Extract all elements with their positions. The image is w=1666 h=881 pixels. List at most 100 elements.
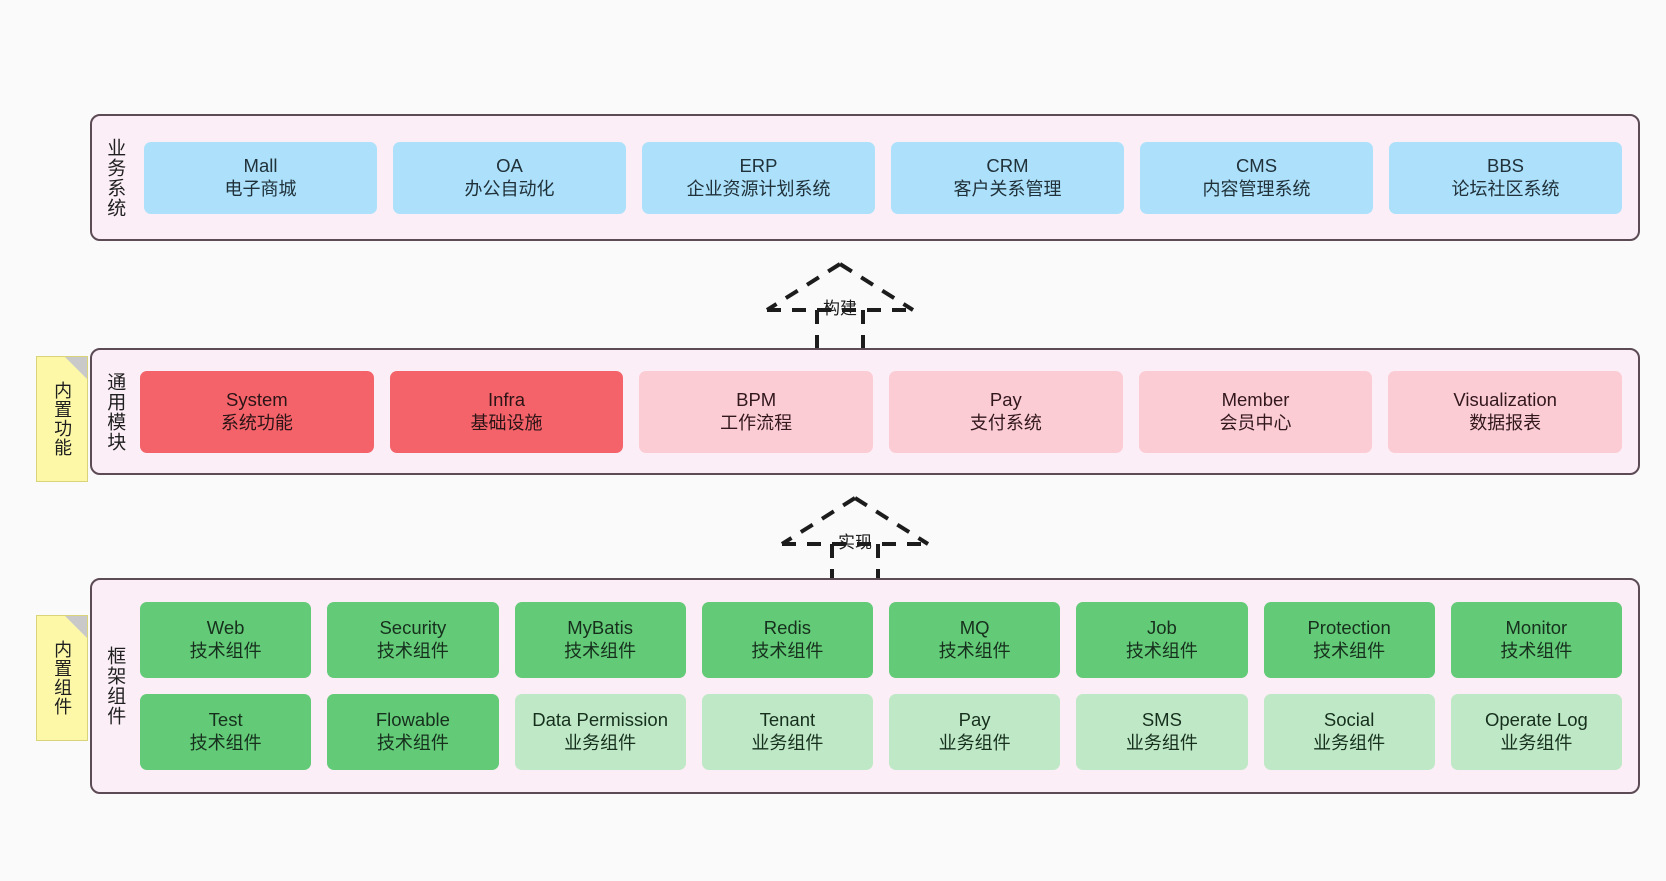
card-subtitle: 技术组件 (376, 733, 449, 754)
card-subtitle: 业务组件 (751, 733, 824, 754)
card-subtitle: 办公自动化 (464, 178, 555, 199)
card-subtitle: 技术组件 (564, 641, 637, 662)
card-web[interactable]: Web 技术组件 (140, 602, 312, 678)
card-mq[interactable]: MQ 技术组件 (889, 602, 1061, 678)
card-title: BBS (1486, 154, 1525, 176)
card-pay-module[interactable]: Pay 支付系统 (889, 370, 1123, 453)
framework-row-business: Test 技术组件 Flowable 技术组件 Data Permission … (140, 694, 1622, 770)
card-visualization[interactable]: Visualization 数据报表 (1388, 370, 1623, 453)
arrow-build-glyph (765, 262, 915, 350)
card-title: System (225, 388, 288, 410)
card-subtitle: 电子商城 (224, 178, 297, 199)
card-title: Monitor (1505, 617, 1568, 639)
arrow-realize-glyph (780, 496, 930, 584)
card-title: BPM (736, 388, 777, 410)
card-data-permission[interactable]: Data Permission 业务组件 (514, 694, 686, 770)
arrow-realize-label: 实现 (838, 533, 872, 552)
card-subtitle: 技术组件 (189, 641, 262, 662)
arrow-realize: 实现 (770, 492, 940, 584)
card-member[interactable]: Member 会员中心 (1138, 370, 1373, 453)
card-test[interactable]: Test 技术组件 (140, 694, 312, 770)
business-card-row: Mall 电子商城 OA 办公自动化 ERP 企业资源计划系统 CRM 客户关系… (144, 141, 1622, 214)
card-oa[interactable]: OA 办公自动化 (393, 141, 626, 214)
card-subtitle: 内容管理系统 (1202, 178, 1311, 199)
card-title: Operate Log (1484, 709, 1588, 731)
card-subtitle: 会员中心 (1219, 412, 1292, 433)
card-subtitle: 技术组件 (938, 641, 1011, 662)
card-subtitle: 业务组件 (1500, 733, 1573, 754)
card-tenant[interactable]: Tenant 业务组件 (701, 694, 873, 770)
card-subtitle: 技术组件 (751, 641, 824, 662)
card-subtitle: 技术组件 (189, 733, 262, 754)
layer-business-system: 业务系统 Mall 电子商城 OA 办公自动化 ERP 企业资源计划系统 CRM… (90, 114, 1640, 241)
card-sms[interactable]: SMS 业务组件 (1076, 694, 1248, 770)
card-subtitle: 企业资源计划系统 (686, 178, 831, 199)
layer-framework-components: 框架组件 Web 技术组件 Security 技术组件 MyBatis 技术组件… (90, 578, 1640, 794)
layer-framework-components-title: 框架组件 (104, 646, 126, 726)
card-cms[interactable]: CMS 内容管理系统 (1140, 141, 1373, 214)
card-title: Pay (989, 388, 1022, 410)
card-subtitle: 客户关系管理 (953, 178, 1062, 199)
framework-row-tech: Web 技术组件 Security 技术组件 MyBatis 技术组件 Redi… (140, 602, 1622, 678)
card-system[interactable]: System 系统功能 (140, 370, 374, 453)
card-subtitle: 基础设施 (470, 412, 543, 433)
card-infra[interactable]: Infra 基础设施 (389, 370, 624, 453)
card-title: MQ (959, 617, 990, 639)
card-pay-component[interactable]: Pay 业务组件 (889, 694, 1061, 770)
card-erp[interactable]: ERP 企业资源计划系统 (642, 141, 875, 214)
card-social[interactable]: Social 业务组件 (1263, 694, 1435, 770)
card-subtitle: 业务组件 (938, 733, 1011, 754)
layer-framework-components-body: Web 技术组件 Security 技术组件 MyBatis 技术组件 Redi… (136, 580, 1638, 792)
card-title: Tenant (759, 709, 816, 731)
card-bpm[interactable]: BPM 工作流程 (639, 370, 874, 453)
card-subtitle: 业务组件 (1125, 733, 1198, 754)
card-title: OA (496, 154, 523, 176)
card-title: Flowable (375, 709, 450, 731)
card-subtitle: 业务组件 (564, 733, 637, 754)
card-job[interactable]: Job 技术组件 (1076, 602, 1248, 678)
card-subtitle: 系统功能 (220, 412, 293, 433)
layer-business-system-title: 业务系统 (104, 137, 126, 218)
card-subtitle: 技术组件 (1313, 641, 1386, 662)
card-title: Social (1323, 709, 1375, 731)
card-title: Pay (958, 709, 991, 731)
card-title: SMS (1141, 709, 1182, 731)
card-protection[interactable]: Protection 技术组件 (1263, 602, 1435, 678)
card-mall[interactable]: Mall 电子商城 (144, 141, 377, 214)
card-redis[interactable]: Redis 技术组件 (701, 602, 873, 678)
layer-common-modules-title: 通用模块 (104, 371, 126, 452)
card-mybatis[interactable]: MyBatis 技术组件 (514, 602, 686, 678)
card-crm[interactable]: CRM 客户关系管理 (891, 141, 1124, 214)
layer-common-modules: 通用模块 System 系统功能 Infra 基础设施 BPM 工作流程 Pay… (90, 348, 1640, 475)
card-monitor[interactable]: Monitor 技术组件 (1450, 602, 1622, 678)
arrow-build-label: 构建 (823, 299, 857, 318)
card-flowable[interactable]: Flowable 技术组件 (327, 694, 499, 770)
tag-builtin-component: 内置组件 (36, 615, 88, 741)
card-subtitle: 技术组件 (1125, 641, 1198, 662)
card-security[interactable]: Security 技术组件 (327, 602, 499, 678)
arrow-build: 构建 (755, 258, 925, 350)
card-subtitle: 数据报表 (1469, 412, 1542, 433)
modules-card-row: System 系统功能 Infra 基础设施 BPM 工作流程 Pay 支付系统… (140, 370, 1623, 453)
layer-business-system-body: Mall 电子商城 OA 办公自动化 ERP 企业资源计划系统 CRM 客户关系… (136, 116, 1638, 239)
card-title: Protection (1307, 617, 1391, 639)
card-subtitle: 技术组件 (1500, 641, 1573, 662)
card-title: Web (206, 617, 245, 639)
card-subtitle: 支付系统 (969, 412, 1042, 433)
card-bbs[interactable]: BBS 论坛社区系统 (1389, 141, 1622, 214)
card-title: Member (1221, 388, 1290, 410)
card-subtitle: 技术组件 (376, 641, 449, 662)
card-operate-log[interactable]: Operate Log 业务组件 (1450, 694, 1622, 770)
card-title: Mall (243, 154, 278, 176)
card-title: Visualization (1453, 388, 1557, 410)
card-title: Job (1146, 617, 1177, 639)
tag-builtin-function: 内置功能 (36, 356, 88, 482)
card-title: MyBatis (567, 617, 634, 639)
card-title: Infra (487, 388, 526, 410)
card-title: CMS (1235, 154, 1278, 176)
card-subtitle: 业务组件 (1313, 733, 1386, 754)
card-title: Redis (763, 617, 812, 639)
card-title: Security (379, 617, 447, 639)
card-subtitle: 工作流程 (720, 412, 793, 433)
